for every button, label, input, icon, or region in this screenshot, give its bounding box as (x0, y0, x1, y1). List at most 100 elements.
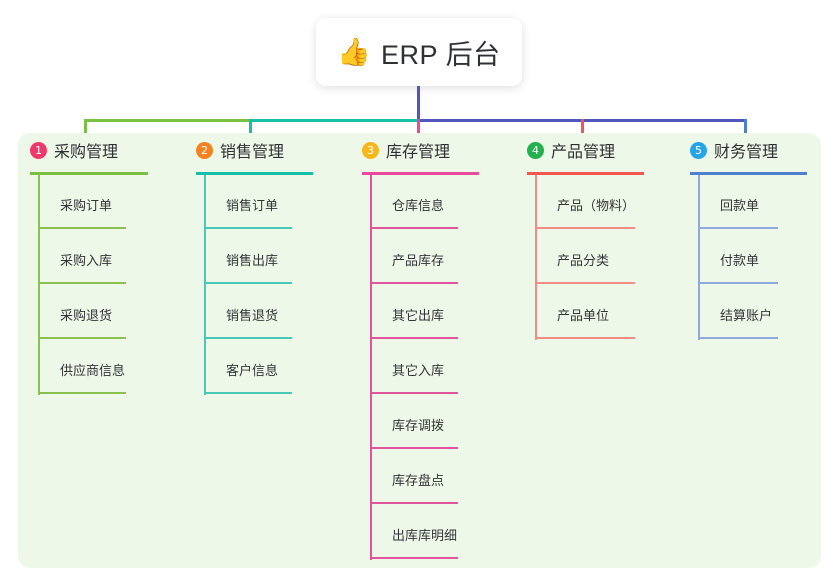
branch-item-underline (204, 227, 292, 229)
branch-item-underline (370, 447, 458, 449)
branch-item[interactable]: 采购订单 (38, 175, 146, 230)
branch-item-label: 产品单位 (557, 308, 610, 323)
branch-item-label: 回款单 (720, 198, 760, 213)
branch-item[interactable]: 采购入库 (38, 230, 146, 285)
branch-item-underline (370, 557, 458, 559)
branch-number-badge: 3 (362, 141, 379, 159)
branch-item-label: 其它出库 (392, 308, 445, 323)
branch-item-label: 销售退货 (226, 308, 279, 323)
branch-item-label: 库存盘点 (392, 473, 445, 488)
root-connector-stem (417, 86, 420, 121)
branch-item-underline (370, 227, 458, 229)
branch-item[interactable]: 产品（物料） (535, 175, 655, 230)
branch-number-badge: 4 (527, 141, 544, 159)
root-node-title: ERP 后台 (381, 39, 501, 70)
branch-item[interactable]: 销售订单 (204, 175, 312, 230)
branch-item[interactable]: 客户信息 (204, 340, 312, 395)
branch-item[interactable]: 付款单 (698, 230, 798, 285)
branch-item-underline (370, 337, 458, 339)
branch-item-label: 结算账户 (720, 308, 773, 323)
branch-item-label: 采购入库 (60, 253, 113, 268)
connector-bus-segment-1 (84, 119, 249, 122)
branch-item-underline (698, 337, 778, 339)
branch-item-label: 采购订单 (60, 198, 113, 213)
branch-number-badge: 5 (690, 141, 707, 159)
branch-item[interactable]: 销售出库 (204, 230, 312, 285)
branch-item[interactable]: 采购退货 (38, 285, 146, 340)
branch-item-label: 销售出库 (226, 253, 279, 268)
branch-column-2: 2 销售管理销售订单销售出库销售退货客户信息 (196, 133, 313, 395)
branch-spine (38, 175, 40, 395)
branch-header-underline (196, 172, 313, 175)
branch-column-3: 3 库存管理仓库信息产品库存其它出库其它入库库存调拨库存盘点出库库明细 (362, 133, 479, 560)
branch-header-1[interactable]: 1 采购管理 (30, 133, 118, 167)
branch-item[interactable]: 其它出库 (370, 285, 478, 340)
branch-item[interactable]: 出库库明细 (370, 505, 478, 560)
branch-item[interactable]: 产品库存 (370, 230, 478, 285)
branch-item-label: 出库库明细 (392, 528, 458, 543)
branch-item-label: 采购退货 (60, 308, 113, 323)
branch-item-label: 库存调拨 (392, 418, 445, 433)
branch-column-5: 5 财务管理回款单付款单结算账户 (690, 133, 807, 340)
branch-header-underline (362, 172, 479, 175)
branch-item-underline (535, 282, 635, 284)
branch-item-underline (535, 227, 635, 229)
branch-item[interactable]: 产品分类 (535, 230, 655, 285)
branch-item-underline (370, 392, 458, 394)
branch-item-label: 产品（物料） (557, 198, 636, 213)
branch-item-label: 销售订单 (226, 198, 279, 213)
branch-item[interactable]: 销售退货 (204, 285, 312, 340)
branch-column-1: 1 采购管理采购订单采购入库采购退货供应商信息 (30, 133, 148, 395)
branch-header-underline (30, 172, 148, 175)
branch-item-underline (204, 337, 292, 339)
branch-spine (204, 175, 206, 395)
connector-drop-5 (744, 119, 747, 146)
branch-item[interactable]: 结算账户 (698, 285, 798, 340)
branch-title: 财务管理 (714, 144, 779, 161)
branch-item-label: 产品分类 (557, 253, 610, 268)
branch-item-underline (38, 392, 126, 394)
branch-item-underline (535, 337, 635, 339)
branch-header-underline (527, 172, 644, 175)
branch-item-label: 供应商信息 (60, 363, 126, 378)
branch-header-underline (690, 172, 807, 175)
branch-header-5[interactable]: 5 财务管理 (690, 133, 778, 167)
branch-item-underline (370, 282, 458, 284)
branch-number-badge: 2 (196, 141, 213, 159)
branch-item[interactable]: 其它入库 (370, 340, 478, 395)
branch-item-underline (204, 392, 292, 394)
branch-item[interactable]: 库存盘点 (370, 450, 478, 505)
branch-item-underline (204, 282, 292, 284)
branch-title: 销售管理 (220, 144, 285, 161)
branch-item-label: 其它入库 (392, 363, 445, 378)
branch-item[interactable]: 供应商信息 (38, 340, 146, 395)
branch-item-underline (38, 337, 126, 339)
root-node-card[interactable]: 👍 ERP 后台 (316, 18, 522, 86)
branch-item-underline (370, 502, 458, 504)
branch-title: 库存管理 (386, 144, 451, 161)
connector-drop-4 (581, 119, 584, 146)
connector-drop-3 (417, 119, 420, 146)
branch-item-underline (38, 282, 126, 284)
branch-item-underline (698, 227, 778, 229)
thumbs-up-icon: 👍 (337, 36, 372, 67)
branch-spine (698, 175, 700, 340)
branch-header-2[interactable]: 2 销售管理 (196, 133, 284, 167)
connector-drop-1 (84, 119, 87, 146)
branch-item-underline (698, 282, 778, 284)
branch-header-3[interactable]: 3 库存管理 (362, 133, 450, 167)
branches-panel: 1 采购管理采购订单采购入库采购退货供应商信息 2 销售管理销售订单销售出库销售退货客… (18, 133, 821, 568)
branch-item[interactable]: 产品单位 (535, 285, 655, 340)
branch-spine (370, 175, 372, 560)
branch-item[interactable]: 仓库信息 (370, 175, 478, 230)
branch-item-label: 付款单 (720, 253, 760, 268)
connector-bus-segment-2 (249, 119, 417, 122)
branch-title: 采购管理 (54, 144, 119, 161)
branch-item[interactable]: 库存调拨 (370, 395, 478, 450)
branch-item[interactable]: 回款单 (698, 175, 798, 230)
branch-item-label: 客户信息 (226, 363, 279, 378)
branch-item-underline (38, 227, 126, 229)
branch-number-badge: 1 (30, 141, 47, 159)
